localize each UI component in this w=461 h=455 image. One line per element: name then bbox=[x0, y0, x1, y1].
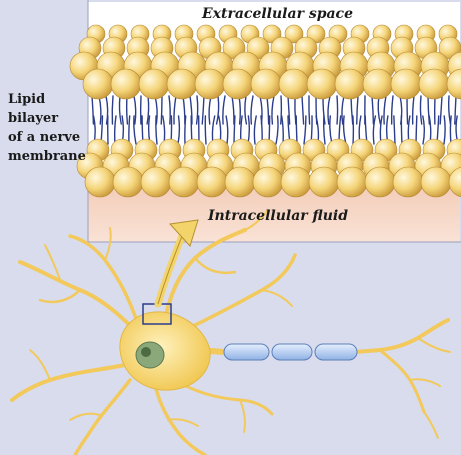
lipid-head bbox=[223, 69, 253, 99]
lipid-head bbox=[365, 167, 395, 197]
lipid-tail bbox=[127, 96, 128, 124]
lipid-head bbox=[111, 69, 141, 99]
lipid-tail bbox=[129, 116, 130, 144]
membrane-label-line: bilayer bbox=[8, 109, 88, 128]
lipid-head bbox=[225, 167, 255, 197]
lipid-tail bbox=[416, 116, 417, 144]
myelin-sheath bbox=[272, 344, 312, 360]
lipid-head bbox=[141, 167, 171, 197]
lipid-head bbox=[113, 167, 143, 197]
lipid-tail bbox=[337, 96, 338, 124]
lipid-head bbox=[419, 69, 449, 99]
lipid-tail bbox=[407, 96, 408, 124]
lipid-tail bbox=[112, 96, 113, 124]
lipid-tail bbox=[296, 116, 297, 144]
lipid-head bbox=[167, 69, 197, 99]
lipid-tail bbox=[353, 116, 354, 144]
lipid-head bbox=[335, 69, 365, 99]
lipid-head bbox=[309, 167, 339, 197]
membrane-label-line: of a nerve bbox=[8, 128, 88, 147]
myelin-sheath bbox=[224, 344, 269, 360]
membrane-label-line: membrane bbox=[8, 147, 88, 166]
lipid-head bbox=[169, 167, 199, 197]
lipid-head bbox=[195, 69, 225, 99]
membrane-label-line: Lipid bbox=[8, 90, 88, 109]
extracellular-label: Extracellular space bbox=[100, 6, 455, 22]
lipid-head bbox=[139, 69, 169, 99]
lipid-tail bbox=[281, 96, 282, 124]
intracellular-label: Intracellular fluid bbox=[208, 208, 348, 224]
lipid-tail bbox=[450, 116, 451, 144]
lipid-head bbox=[421, 167, 451, 197]
lipid-head bbox=[393, 167, 423, 197]
myelin-sheaths bbox=[224, 344, 357, 360]
lipid-head bbox=[307, 69, 337, 99]
lipid-tail bbox=[205, 116, 206, 144]
lipid-head bbox=[363, 69, 393, 99]
lipid-head bbox=[85, 167, 115, 197]
myelin-sheath bbox=[315, 344, 357, 360]
lipid-head bbox=[253, 167, 283, 197]
lipid-tail bbox=[401, 116, 402, 144]
lipid-head bbox=[391, 69, 421, 99]
lipid-tail bbox=[161, 96, 162, 124]
lipid-tail bbox=[309, 96, 310, 124]
lipid-head bbox=[197, 167, 227, 197]
bilayer-inset bbox=[70, 0, 461, 242]
lipid-head bbox=[281, 167, 311, 197]
lipid-tail bbox=[234, 116, 235, 144]
membrane-label: Lipid bilayer of a nerve membrane bbox=[8, 90, 88, 166]
nucleolus bbox=[141, 347, 151, 357]
lipid-head bbox=[279, 69, 309, 99]
lipid-head bbox=[337, 167, 367, 197]
lipid-head bbox=[251, 69, 281, 99]
